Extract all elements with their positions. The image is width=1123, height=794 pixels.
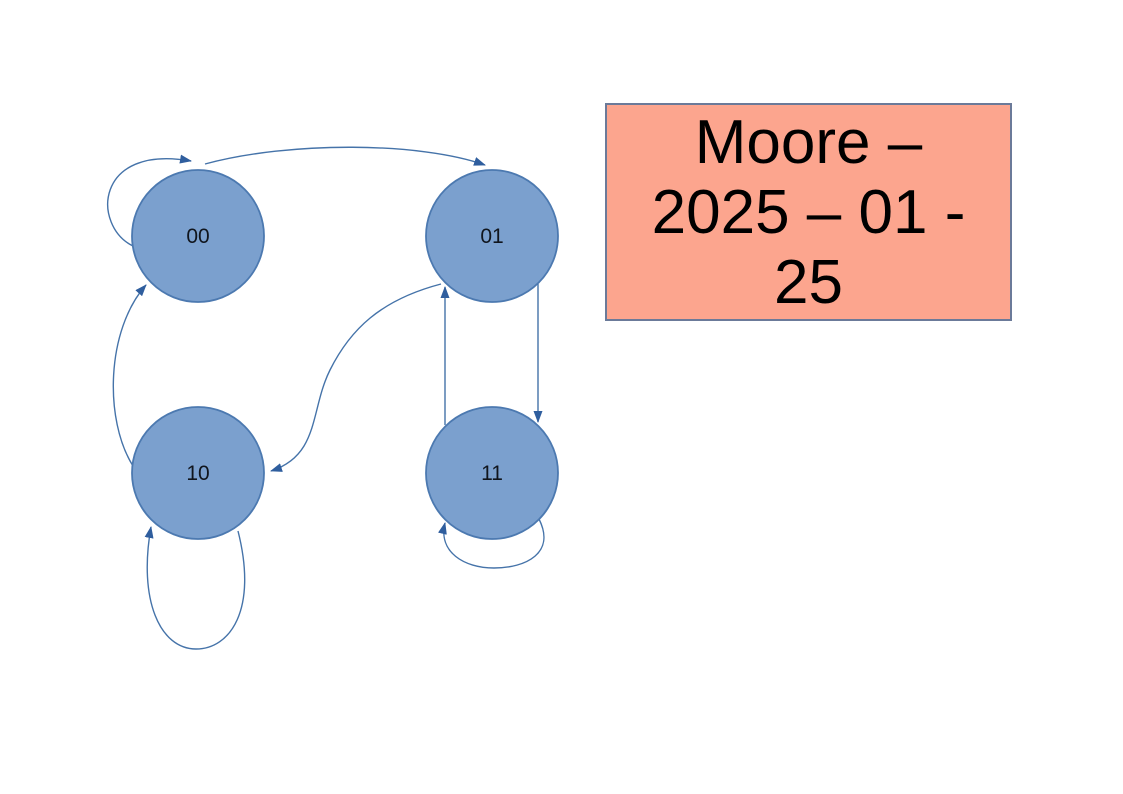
transition-10-to-00	[112, 284, 147, 467]
state-circle-01	[425, 169, 559, 303]
state-node-10: 10	[131, 406, 265, 540]
state-circle-00	[131, 169, 265, 303]
transition-00-to-01	[204, 146, 486, 166]
transition-10-to-10	[144, 526, 246, 650]
state-node-01: 01	[425, 169, 559, 303]
transitions-layer	[107, 146, 545, 650]
state-node-00: 00	[131, 169, 265, 303]
state-circle-11	[425, 406, 559, 540]
state-circle-10	[131, 406, 265, 540]
state-label-11: 11	[481, 462, 503, 485]
state-label-10: 10	[186, 462, 209, 485]
transition-01-to-10	[270, 283, 442, 472]
title-line-2: 2025 – 01 -	[651, 178, 966, 247]
transition-00-to-00	[107, 154, 192, 247]
states-layer: 00 01 10 11	[131, 169, 559, 540]
title-line-3: 25	[774, 248, 843, 317]
title-box: Moore – 2025 – 01 - 25	[605, 103, 1012, 321]
transition-11-to-11	[438, 518, 545, 569]
state-label-01: 01	[480, 225, 503, 248]
state-label-00: 00	[186, 225, 209, 248]
title-line-1: Moore –	[694, 108, 923, 177]
state-node-11: 11	[425, 406, 559, 540]
